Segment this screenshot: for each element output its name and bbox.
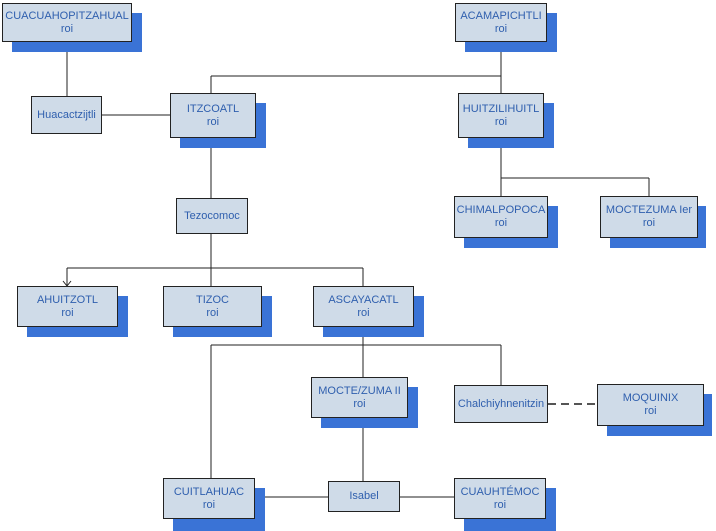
node-box: Isabel [328,481,400,512]
node-name: ACAMAPICHTLI [460,9,542,22]
node-title: roi [357,306,370,319]
node-ascayacatl: ASCAYACATL roi [313,286,424,337]
node-name: CUITLAHUAC [173,485,245,498]
node-name: MOCTEZUMA Ier [605,204,693,216]
node-moquinix: MOQUINIX roi [597,384,712,436]
node-cuitlahuac: CUITLAHUAC roi [163,478,265,531]
node-box: MOCTEZUMA Ier roi [600,196,698,238]
node-box: MOCTE/ZUMA II roi [311,377,408,418]
node-name: Isabel [349,490,379,502]
node-huitzilihuitl: HUITZILIHUITL roi [458,93,554,148]
node-title: roi [493,498,507,511]
node-title: roi [353,397,366,410]
node-box: ACAMAPICHTLI roi [455,3,547,42]
node-title: roi [644,405,657,417]
node-box: CHIMALPOPOCA roi [454,196,548,238]
node-tezocomoc: Tezocomoc [176,198,248,234]
node-title: roi [494,22,508,35]
node-ahuitzotl: AHUITZOTL roi [17,286,128,337]
node-chalchiyhnenitzin: Chalchiyhnenitzin [454,385,548,423]
node-box: CUITLAHUAC roi [163,478,255,519]
node-box: TIZOC roi [163,286,262,327]
node-box: Huacactzijtli [31,96,102,134]
node-isabel: Isabel [328,481,400,512]
node-title: roi [206,306,219,319]
node-name: CHIMALPOPOCA [456,204,546,216]
node-box: CUACUAHOPITZAHUAL roi [2,3,132,42]
node-name: TIZOC [196,293,229,306]
node-box: ASCAYACATL roi [313,286,414,327]
node-title: roi [60,22,74,35]
node-box: CUAUHTÉMOC roi [454,478,546,519]
node-name: Chalchiyhnenitzin [457,397,545,410]
node-name: MOQUINIX [622,392,679,404]
node-tizoc: TIZOC roi [163,286,272,337]
node-title: roi [494,217,508,229]
node-box: Chalchiyhnenitzin [454,385,548,423]
node-name: ITZCOATL [186,102,240,115]
node-name: CUAUHTÉMOC [460,485,540,498]
node-name: CUACUAHOPITZAHUAL [5,9,129,22]
node-cuacuahopitzahual: CUACUAHOPITZAHUAL roi [2,3,142,52]
node-box: AHUITZOTL roi [17,286,118,327]
node-huacactzijtli: Huacactzijtli [31,96,102,134]
node-name: MOCTE/ZUMA II [318,384,401,397]
node-acamapichtli: ACAMAPICHTLI roi [455,3,557,52]
node-chimalpopoca: CHIMALPOPOCA roi [454,196,558,248]
node-title: roi [642,217,656,229]
node-box: ITZCOATL roi [170,93,256,138]
node-name: ASCAYACATL [328,293,399,306]
node-box: Tezocomoc [176,198,248,234]
node-title: roi [206,115,220,128]
node-title: roi [494,115,508,128]
node-name: Huacactzijtli [37,108,96,121]
node-name: AHUITZOTL [36,293,99,306]
node-moctezuma-1: MOCTEZUMA Ier roi [600,196,706,248]
node-title: roi [202,498,216,511]
node-name: Tezocomoc [184,209,240,222]
node-box: HUITZILIHUITL roi [458,93,544,138]
node-box: MOQUINIX roi [597,384,704,426]
node-cuauhtemoc: CUAUHTÉMOC roi [454,478,556,531]
node-name: HUITZILIHUITL [462,102,540,115]
node-itzcoatl: ITZCOATL roi [170,93,266,148]
node-moctezuma-2: MOCTE/ZUMA II roi [311,377,418,428]
node-title: roi [61,306,74,319]
